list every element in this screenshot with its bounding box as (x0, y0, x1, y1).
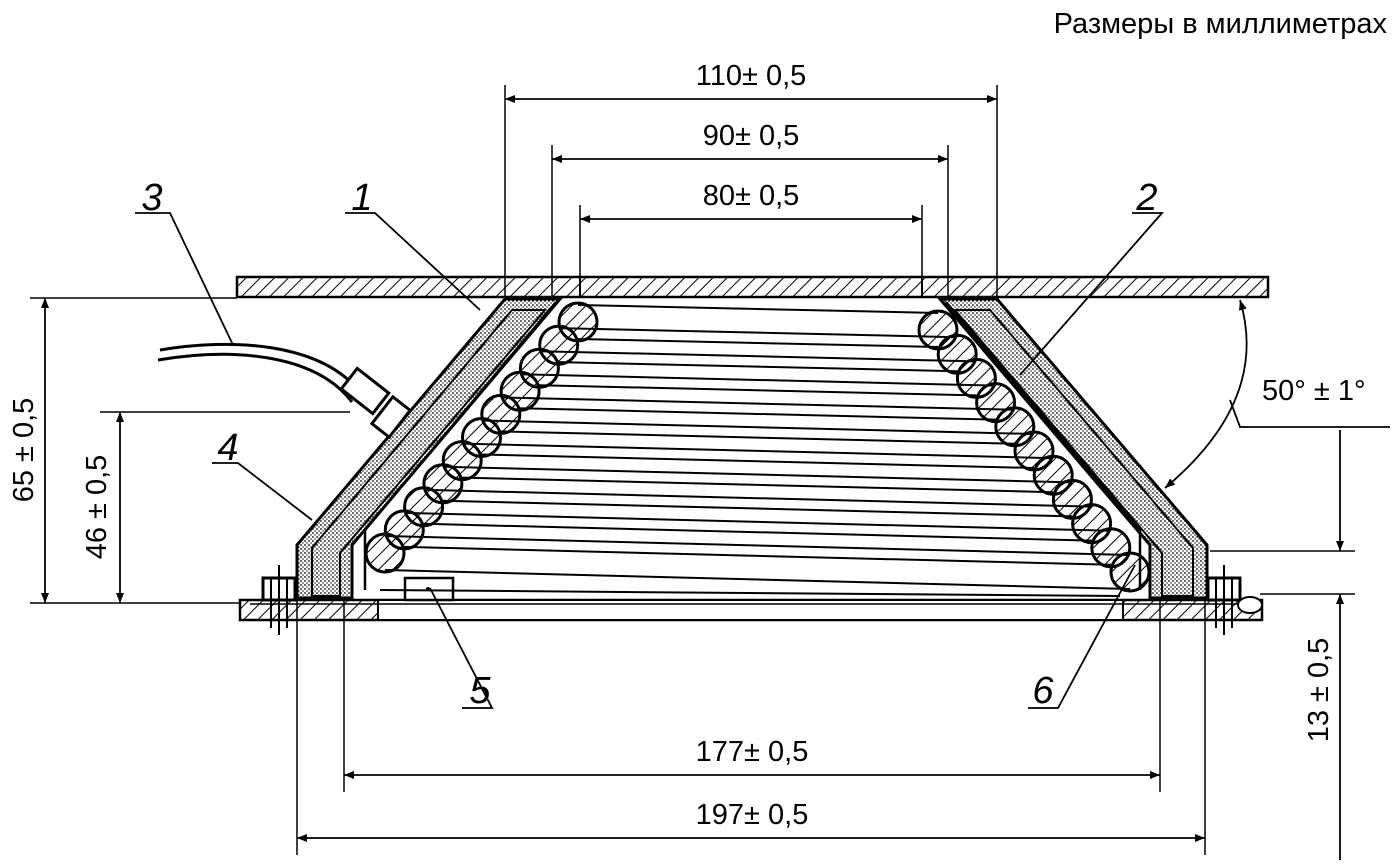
dim-177: 177± 0,5 (696, 736, 809, 768)
coil-wire-bottom (539, 384, 977, 397)
leader-lines (135, 212, 1390, 709)
callout-2: 2 (1135, 177, 1157, 219)
coil-wire-bottom (384, 569, 1131, 590)
dim-80: 80± 0,5 (703, 180, 800, 212)
bolt-right (1206, 565, 1263, 635)
callout-5: 5 (469, 670, 491, 712)
coil-wire-bottom (423, 522, 1092, 542)
dim-197: 197± 0,5 (696, 799, 809, 831)
heater-coil (364, 301, 1151, 593)
coil-wire-bottom (520, 407, 996, 421)
coil-wire-top (577, 304, 939, 314)
bottom-plate (238, 598, 1264, 622)
coil-wire-top (404, 511, 1111, 532)
sensor-block (379, 576, 1121, 602)
coil-wire-bottom (500, 430, 1015, 445)
coil-wire-top (423, 488, 1092, 508)
callout-4: 4 (217, 427, 238, 469)
top-plate (235, 275, 1270, 299)
bolt-left (261, 565, 297, 635)
coil-wire-bottom (558, 361, 958, 373)
dim-46: 46 ± 0,5 (81, 455, 113, 560)
coil-turn (1109, 551, 1151, 593)
dim-110: 110± 0,5 (696, 60, 807, 92)
cable-gland (157, 342, 413, 440)
coil-wire-top (520, 373, 996, 387)
coil-wire-top (384, 535, 1131, 556)
coil-wire-bottom (577, 338, 939, 348)
dim-90: 90± 0,5 (703, 120, 800, 152)
coil-wire-top (558, 327, 958, 339)
coil-wire-top (442, 465, 1073, 484)
coil-wire-top (500, 396, 1015, 411)
coil-wire-top (462, 442, 1054, 460)
coil-turn (364, 532, 406, 574)
dimension-lines (41, 95, 1344, 860)
coil-wire-bottom (481, 453, 1035, 469)
coil-wire-bottom (462, 476, 1054, 494)
coil-wire-bottom (404, 545, 1111, 566)
dim-angle-50: 50° ± 1° (1262, 375, 1366, 407)
coil-wire-bottom (442, 499, 1073, 518)
callout-6: 6 (1032, 670, 1054, 712)
dim-13: 13 ± 0,5 (1303, 638, 1335, 743)
callout-3: 3 (141, 177, 162, 219)
callout-1: 1 (351, 177, 372, 219)
coil-wire-top (539, 350, 977, 363)
dim-65: 65 ± 0,5 (8, 398, 40, 503)
units-note: Размеры в миллиметрах (1054, 8, 1388, 40)
coil-wire-top (481, 419, 1035, 435)
